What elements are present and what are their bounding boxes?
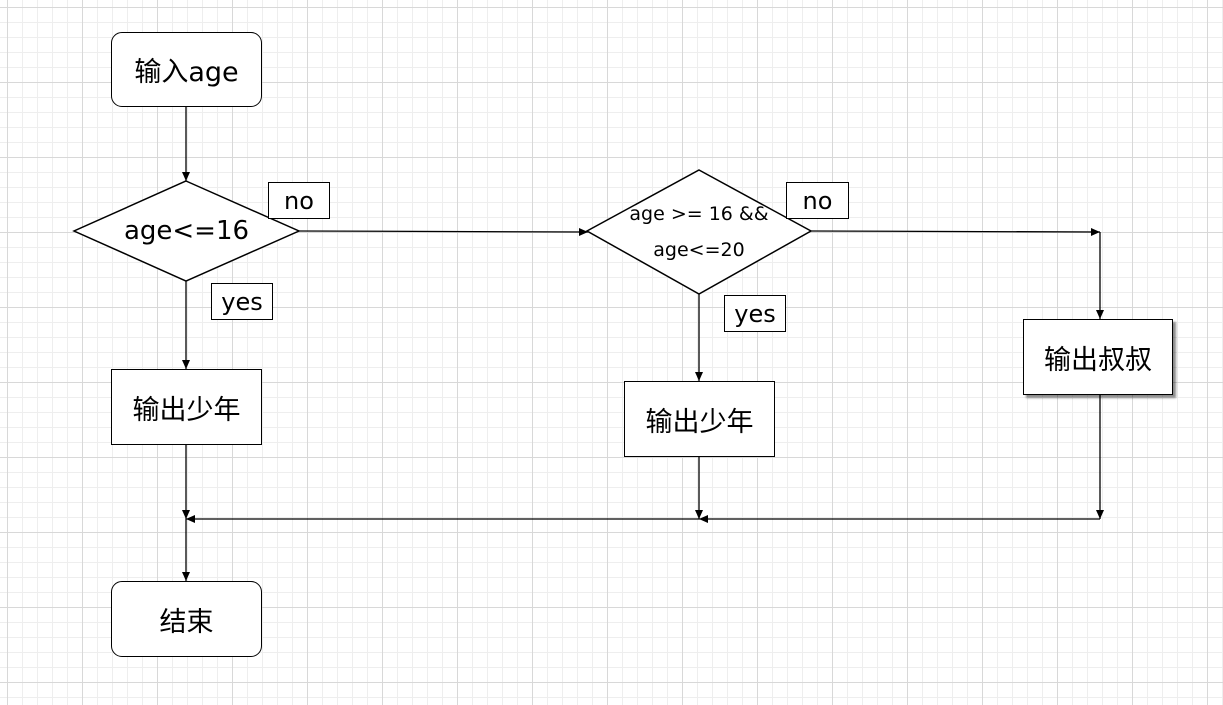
decision-2-shape xyxy=(585,169,813,295)
output-uncle-label: 输出叔叔 xyxy=(1044,344,1152,376)
decision-age-16-to-20-line1: age >= 16 && xyxy=(629,203,769,225)
decision-age-16-to-20: age >= 16 && age<=20 xyxy=(587,170,811,294)
edge-label-d2-no-text: no xyxy=(802,186,833,215)
edge-label-d2-no: no xyxy=(786,182,849,219)
connector-d2-no xyxy=(810,227,1101,236)
end-node: 结束 xyxy=(111,581,262,657)
end-label: 结束 xyxy=(159,606,214,638)
output-youth-label-2: 输出少年 xyxy=(645,406,754,438)
output-uncle-node: 输出叔叔 xyxy=(1023,319,1173,395)
edge-label-d1-no-text: no xyxy=(284,186,314,215)
connector-d1-no xyxy=(298,227,589,236)
decision-1-shape xyxy=(72,180,301,282)
output-youth-node-1: 输出少年 xyxy=(111,369,262,445)
edge-label-d2-yes-text: yes xyxy=(734,299,776,328)
output-youth-node-2: 输出少年 xyxy=(624,381,775,457)
decision-age-16-to-20-line2: age<=20 xyxy=(653,239,745,261)
start-input-age-label: 输入age xyxy=(134,57,239,88)
decision-age-le-16: age<=16 xyxy=(74,181,299,281)
output-youth-label-1: 输出少年 xyxy=(132,394,241,426)
start-input-age-node: 输入age xyxy=(111,32,262,107)
decision-age-le-16-label: age<=16 xyxy=(123,216,250,246)
edge-label-d2-yes: yes xyxy=(724,295,786,332)
edge-label-d1-no: no xyxy=(268,182,330,219)
edge-label-d1-yes: yes xyxy=(211,283,273,320)
edge-label-d1-yes-text: yes xyxy=(221,287,263,316)
